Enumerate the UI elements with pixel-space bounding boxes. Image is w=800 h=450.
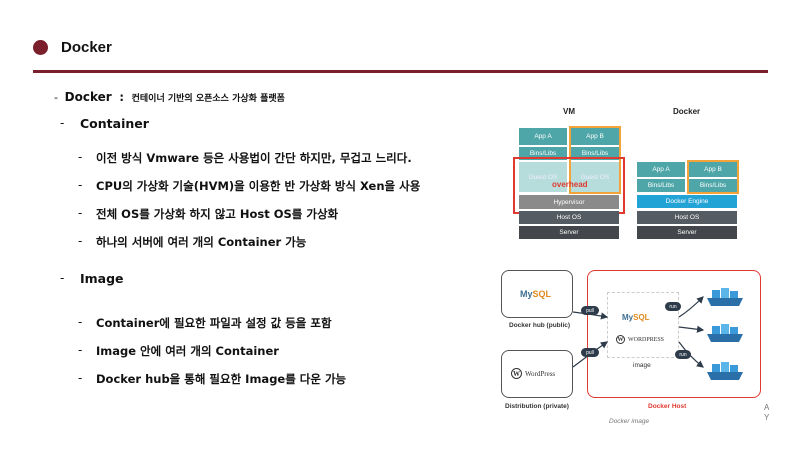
docker-app-b-highlight: [687, 160, 739, 194]
vm-app-b-highlight: [569, 126, 621, 194]
vm-host-os: Host OS: [519, 211, 619, 224]
container-bullet: 전체 OS를 가상화 하지 않고 Host OS를 가상화: [96, 207, 339, 221]
pull-badge-dist: pull: [581, 348, 599, 357]
intro-term: Docker: [64, 90, 112, 104]
docker-host-caption: Docker Host: [648, 403, 687, 410]
wordpress-logo-text: WordPress: [525, 369, 556, 378]
vm-vs-docker-diagram: VM Docker App A App B Bins/Libs Bins/Lib…: [505, 100, 760, 250]
pull-badge-hub: pull: [581, 306, 599, 315]
image-bullet: Docker hub을 통해 필요한 Image를 다운 가능: [96, 372, 347, 386]
wordpress-icon: W: [616, 335, 625, 344]
wordpress-logo-image: W WORDPRESS: [616, 335, 664, 344]
docker-host-os: Host OS: [637, 211, 737, 224]
section-dash: -: [60, 116, 65, 130]
vm-server: Server: [519, 226, 619, 239]
vm-guest-os-b: Guest OS: [571, 162, 619, 192]
intro-sep: :: [119, 90, 124, 104]
docker-host-box: [587, 270, 761, 398]
mysql-logo-image: MySQL: [622, 313, 650, 322]
wordpress-logo-caps-text: WORDPRESS: [628, 336, 665, 343]
run-badge-2: run: [675, 350, 691, 359]
docker-diagram-title: Docker: [673, 107, 701, 116]
section-dash: -: [60, 271, 65, 285]
container-bullet: 이전 방식 Vmware 등은 사용법이 간단 하지만, 무겁고 느리다.: [96, 151, 412, 165]
vm-app-b: App B: [571, 128, 619, 145]
docker-image-footnote: Docker image: [609, 418, 650, 425]
bullet-dash: -: [78, 178, 83, 192]
vm-hypervisor: Hypervisor: [519, 195, 619, 209]
vm-bins-a: Bins/Libs: [519, 147, 567, 160]
container-ship-icon: [707, 324, 743, 342]
mysql-logo-sql: SQL: [532, 289, 552, 299]
vm-overhead-label: overhead: [552, 180, 588, 189]
vm-guest-os-a: Guest OS: [519, 162, 567, 192]
mysql-logo: MySQL: [520, 289, 551, 299]
mysql-logo-my: My: [520, 289, 533, 299]
bullet-dash: -: [78, 343, 83, 357]
bullet-dash: -: [78, 150, 83, 164]
mysql-logo-sql: SQL: [633, 313, 650, 322]
container-ship-icon: [707, 288, 743, 306]
bullet-dash: -: [78, 234, 83, 248]
docker-app-a: App A: [637, 162, 685, 177]
side-letters: A Y: [764, 403, 769, 423]
slide-title: Docker: [61, 39, 112, 56]
title-bullet-dot: [33, 40, 48, 55]
image-bullet: Container에 필요한 파일과 설정 값 등을 포함: [96, 316, 332, 330]
vm-bins-b: Bins/Libs: [571, 147, 619, 160]
section-heading-image: Image: [80, 271, 124, 286]
title-divider: [33, 70, 768, 73]
intro-line: - Docker : 컨테이너 기반의 오픈소스 가상화 플랫폼: [54, 90, 285, 104]
docker-app-b: App B: [689, 162, 737, 177]
section-heading-container: Container: [80, 116, 149, 131]
docker-hub-caption: Docker hub (public): [509, 322, 571, 329]
docker-hub-box: MySQL: [501, 270, 573, 318]
intro-desc: 컨테이너 기반의 오픈소스 가상화 플랫폼: [131, 94, 285, 104]
wordpress-logo-dist: W WordPress: [511, 368, 555, 379]
run-arrow-2: [678, 325, 705, 333]
intro-dash: -: [54, 91, 58, 104]
container-bullet: CPU의 가상화 기술(HVM)을 이용한 반 가상화 방식 Xen을 사용: [96, 179, 421, 193]
run-arrow-1: [678, 296, 704, 318]
run-badge-1: run: [665, 302, 681, 311]
bullet-dash: -: [78, 371, 83, 385]
mysql-logo-my: My: [622, 313, 634, 322]
side-letter: Y: [764, 413, 770, 422]
docker-server: Server: [637, 226, 737, 239]
side-letter: A: [764, 403, 770, 412]
distribution-box: W WordPress: [501, 350, 573, 398]
image-caption: image: [633, 362, 651, 369]
docker-engine: Docker Engine: [637, 195, 737, 208]
distribution-caption: Distribution (private): [505, 403, 569, 410]
bullet-dash: -: [78, 206, 83, 220]
docker-bins-b: Bins/Libs: [689, 179, 737, 192]
docker-bins-a: Bins/Libs: [637, 179, 685, 192]
wordpress-icon: W: [511, 368, 522, 379]
vm-diagram-title: VM: [563, 107, 575, 116]
container-ship-icon: [707, 362, 743, 380]
container-bullet: 하나의 서버에 여러 개의 Container 가능: [96, 235, 307, 249]
bullet-dash: -: [78, 315, 83, 329]
vm-app-a: App A: [519, 128, 567, 145]
image-bullet: Image 안에 여러 개의 Container: [96, 344, 279, 358]
docker-image-diagram: MySQL Docker hub (public) W WordPress Di…: [495, 262, 770, 430]
